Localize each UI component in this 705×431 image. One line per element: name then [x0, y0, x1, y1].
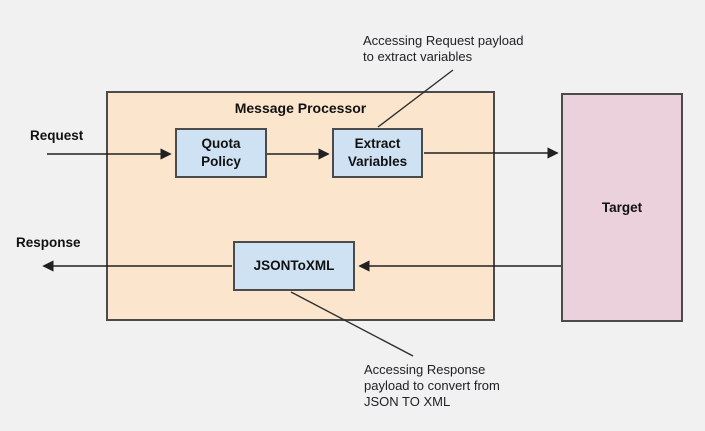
target-node-label: Target — [601, 199, 643, 215]
jsontoxml-node: JSONToXML — [233, 241, 355, 291]
jsontoxml-node-label: JSONToXML — [253, 258, 335, 274]
quota-policy-node: Quota Policy — [175, 128, 267, 178]
quota-policy-node-label: Quota Policy — [201, 136, 241, 169]
response-payload-annotation: Accessing Response payload to convert fr… — [364, 362, 500, 409]
response-label: Response — [16, 235, 81, 250]
message-processor-title: Message Processor — [234, 100, 367, 116]
extract-variables-node-label: Extract Variables — [347, 136, 408, 169]
extract-variables-node: Extract Variables — [332, 128, 423, 178]
target-node: Target — [561, 93, 683, 322]
request-payload-annotation: Accessing Request payload to extract var… — [363, 33, 524, 64]
request-label: Request — [30, 128, 84, 143]
